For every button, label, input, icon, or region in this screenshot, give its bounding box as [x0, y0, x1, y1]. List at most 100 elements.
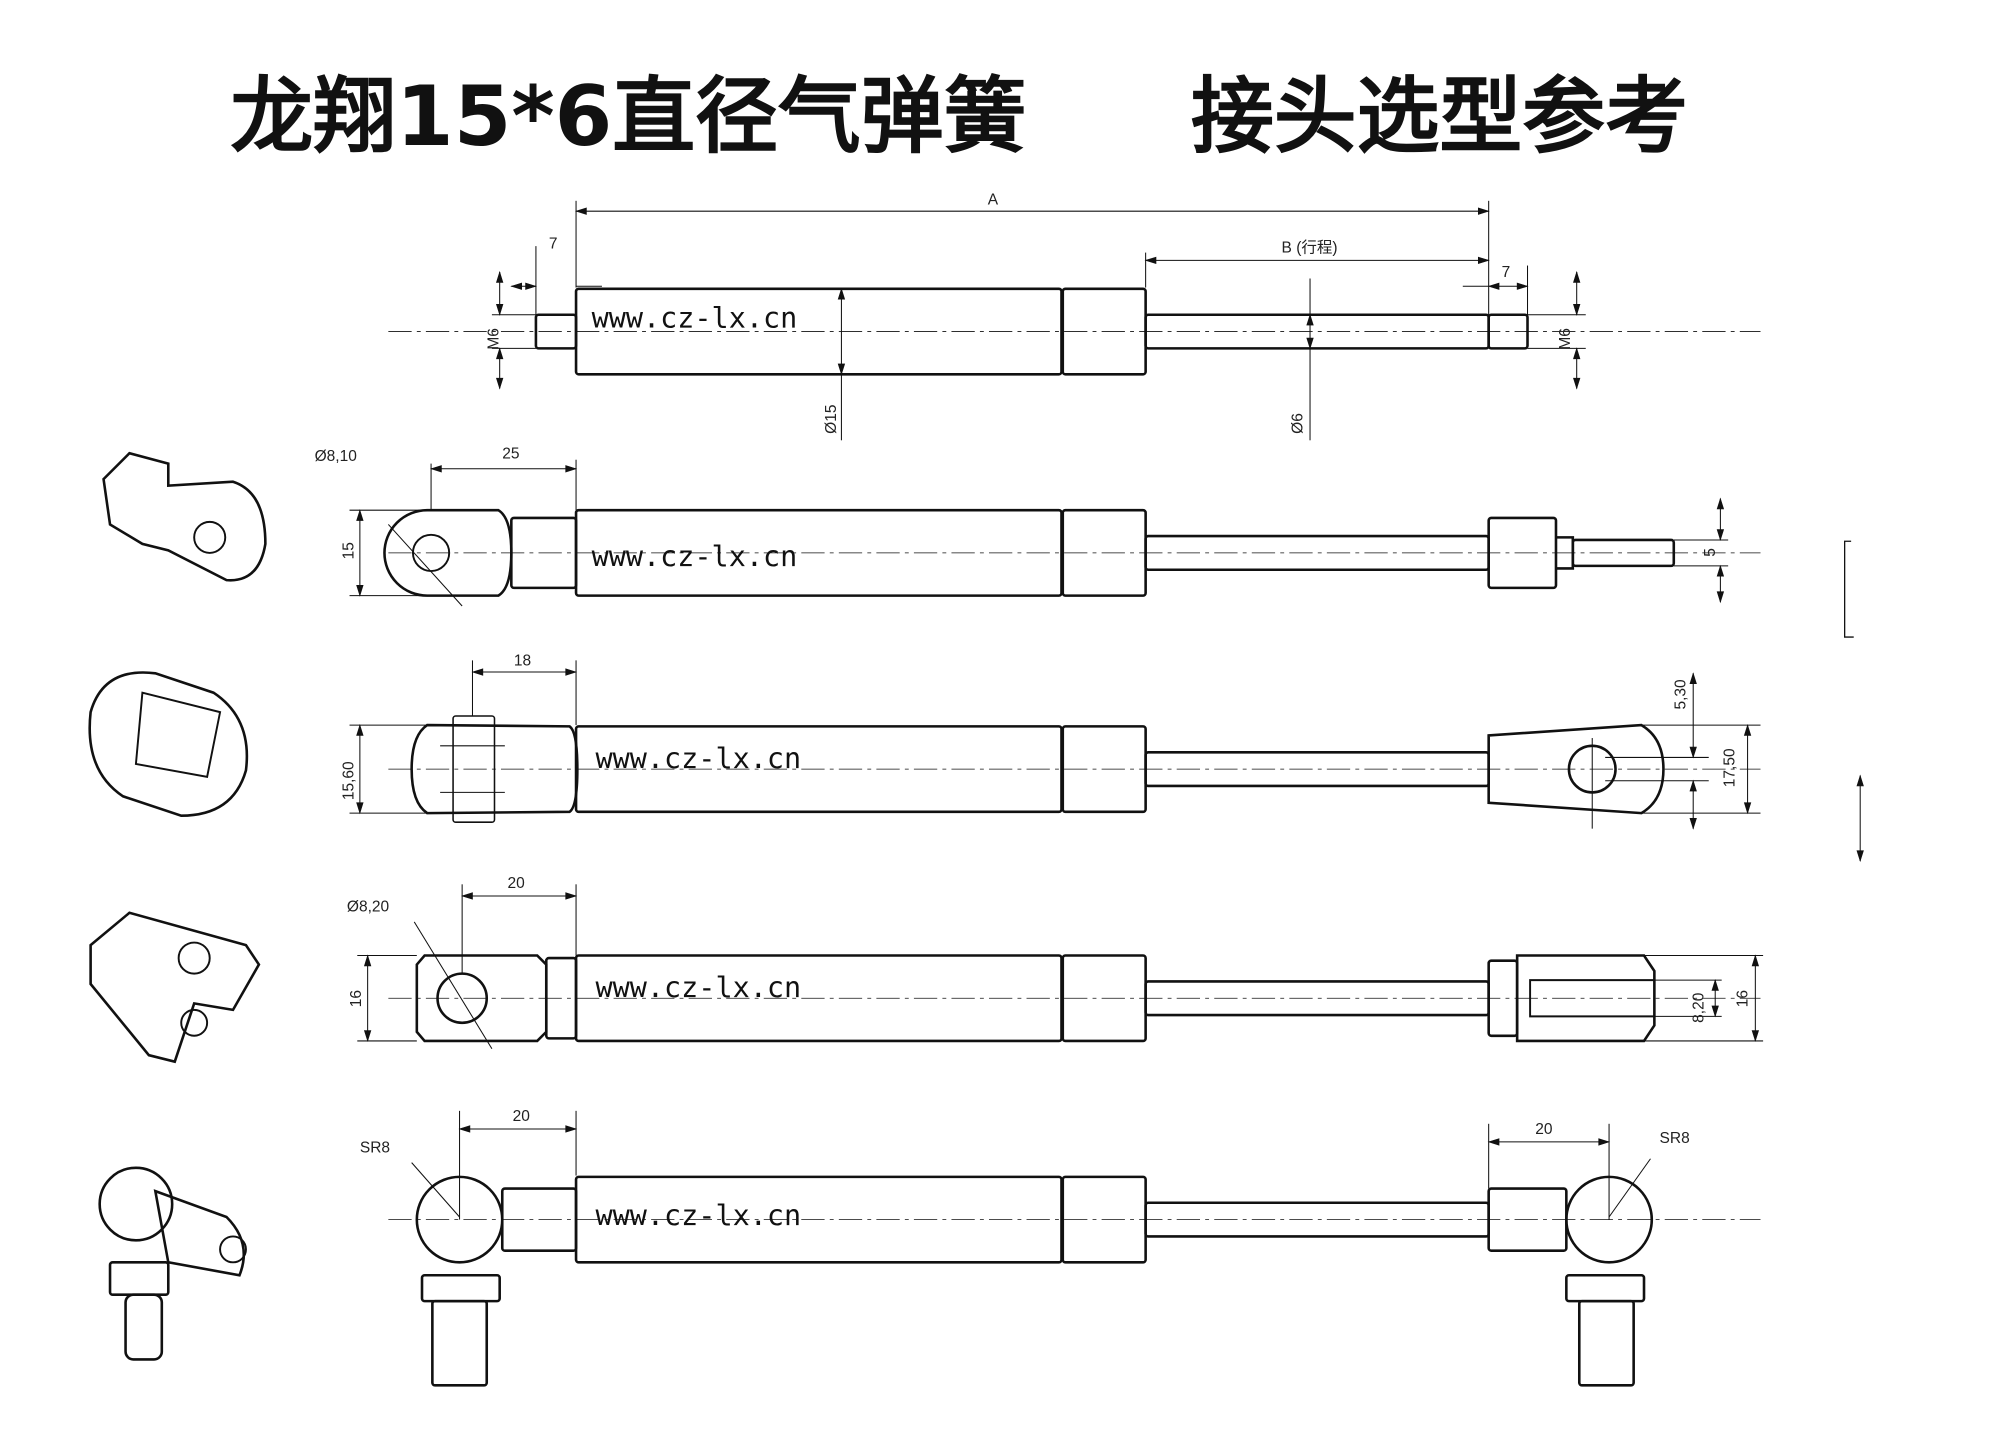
- arrow-head: [1711, 979, 1719, 991]
- arrow-head: [1689, 779, 1697, 792]
- watermark: www.cz-lx.cn: [595, 1199, 801, 1232]
- iso-clevis-end: [89, 911, 261, 1064]
- dim-ball-radius-right: SR8: [1660, 1130, 1690, 1147]
- ball-stud-hex-right: [1565, 1273, 1646, 1303]
- arrow-head: [565, 892, 578, 900]
- iso-hex: [108, 1261, 170, 1296]
- iso-eye-end: [102, 451, 267, 582]
- dim-eye-height: 15: [340, 542, 357, 559]
- arrow-head: [1716, 591, 1725, 604]
- arrow-head: [1573, 270, 1581, 283]
- arrow-head: [461, 892, 473, 900]
- iso-clevis-hole: [177, 941, 211, 975]
- arrow-head: [1477, 207, 1490, 215]
- arrow-head: [1306, 337, 1314, 350]
- ball-stud-right: [1577, 1299, 1635, 1387]
- iso-socket-clip: [134, 691, 222, 778]
- socket-end-left: [410, 723, 579, 815]
- arrow-head: [565, 668, 578, 676]
- iso-ball-neck: [153, 1189, 246, 1277]
- dim-B-stroke: B (行程): [1282, 239, 1338, 257]
- arrow-head: [1487, 1138, 1500, 1146]
- title-right: 接头选型参考: [1191, 68, 1688, 165]
- arrow-head: [356, 509, 364, 521]
- arrow-head: [1516, 282, 1529, 290]
- thread-stud-right: [1487, 313, 1529, 350]
- iso-ball: [98, 1166, 174, 1242]
- dim-clevis-height: 16: [348, 990, 365, 1007]
- dim-ball-length-left: 20: [513, 1108, 531, 1125]
- dim-clevis-slot: 8,20: [1691, 992, 1708, 1023]
- arrow-head: [495, 304, 504, 316]
- arrow-head: [1751, 1030, 1760, 1043]
- arrow-head: [1751, 954, 1760, 967]
- leader: [387, 524, 463, 607]
- dim-clevis-length: 20: [507, 875, 525, 892]
- arrow-head: [1306, 313, 1314, 326]
- arrow-head: [429, 465, 442, 473]
- arrow-head: [1573, 347, 1581, 360]
- arrow-head: [1573, 377, 1581, 390]
- arrow-head: [837, 287, 846, 300]
- socket-end-right: [1487, 723, 1665, 815]
- dim-clevis-width: 16: [1735, 990, 1752, 1007]
- arrow-head: [356, 724, 364, 736]
- geometry: [88, 200, 1864, 1387]
- iso-clevis-hole-lower: [180, 1008, 209, 1037]
- dim-tip: 5: [1702, 548, 1719, 557]
- title-left: 龙翔15*6直径气弹簧: [230, 68, 1026, 165]
- leader: [413, 921, 493, 1049]
- dim-rod-diameter: Ø6: [1289, 413, 1306, 434]
- arrow-head: [1598, 1138, 1611, 1146]
- arrow-head: [1716, 497, 1725, 510]
- arrow-head: [1689, 746, 1697, 759]
- dim-ball-length-right: 20: [1535, 1121, 1553, 1138]
- clevis-neck: [544, 956, 578, 1040]
- leader: [1608, 1158, 1651, 1218]
- arrow-head: [1477, 256, 1490, 265]
- arrow-head: [525, 282, 538, 290]
- rod-end-nut: [1487, 516, 1558, 590]
- dim-left-7: 7: [549, 236, 558, 253]
- watermark: www.cz-lx.cn: [595, 742, 801, 775]
- iso-socket-end: [88, 671, 249, 817]
- rod-end-tip: [1571, 538, 1676, 568]
- iso-stud: [124, 1293, 164, 1361]
- arrow-head: [495, 377, 504, 390]
- arrow-head: [1716, 529, 1725, 542]
- arrow-head: [1716, 564, 1725, 577]
- arrow-head: [495, 270, 504, 283]
- arrow-head: [458, 1125, 471, 1133]
- arrow-head: [1487, 282, 1500, 290]
- arrow-head: [363, 1030, 372, 1043]
- arrow-head: [1856, 774, 1864, 787]
- arrow-head: [565, 1125, 578, 1133]
- arrow-head: [565, 465, 578, 473]
- arrow-head: [1711, 1005, 1719, 1018]
- dim-A: A: [988, 192, 999, 209]
- socket-clip: [452, 715, 496, 823]
- arrow-head: [1689, 672, 1697, 684]
- arrow-head: [356, 584, 364, 597]
- clevis-end-left: [415, 954, 548, 1043]
- ball-stud-left: [431, 1299, 489, 1387]
- watermark: www.cz-lx.cn: [592, 302, 798, 335]
- dim-m6-right: M6: [1557, 328, 1574, 350]
- arrow-head: [574, 207, 587, 215]
- partial-bracket: [1844, 540, 1854, 638]
- arrow-head: [1689, 817, 1697, 830]
- watermark: www.cz-lx.cn: [592, 540, 798, 573]
- arrow-head: [1144, 256, 1157, 265]
- arrow-head: [363, 954, 372, 967]
- arrow-head: [471, 668, 484, 676]
- leader: [411, 1162, 460, 1218]
- dim-m6-left: M6: [485, 328, 502, 350]
- arrow-head: [1573, 304, 1581, 316]
- dim-eye-hole: Ø8,10: [315, 448, 358, 465]
- ball-stud-hex-left: [420, 1273, 501, 1303]
- arrow-head: [356, 802, 364, 815]
- dim-ball-radius-left: SR8: [360, 1139, 390, 1156]
- dim-socket-width: 17,50: [1722, 748, 1739, 787]
- arrow-head: [495, 347, 504, 360]
